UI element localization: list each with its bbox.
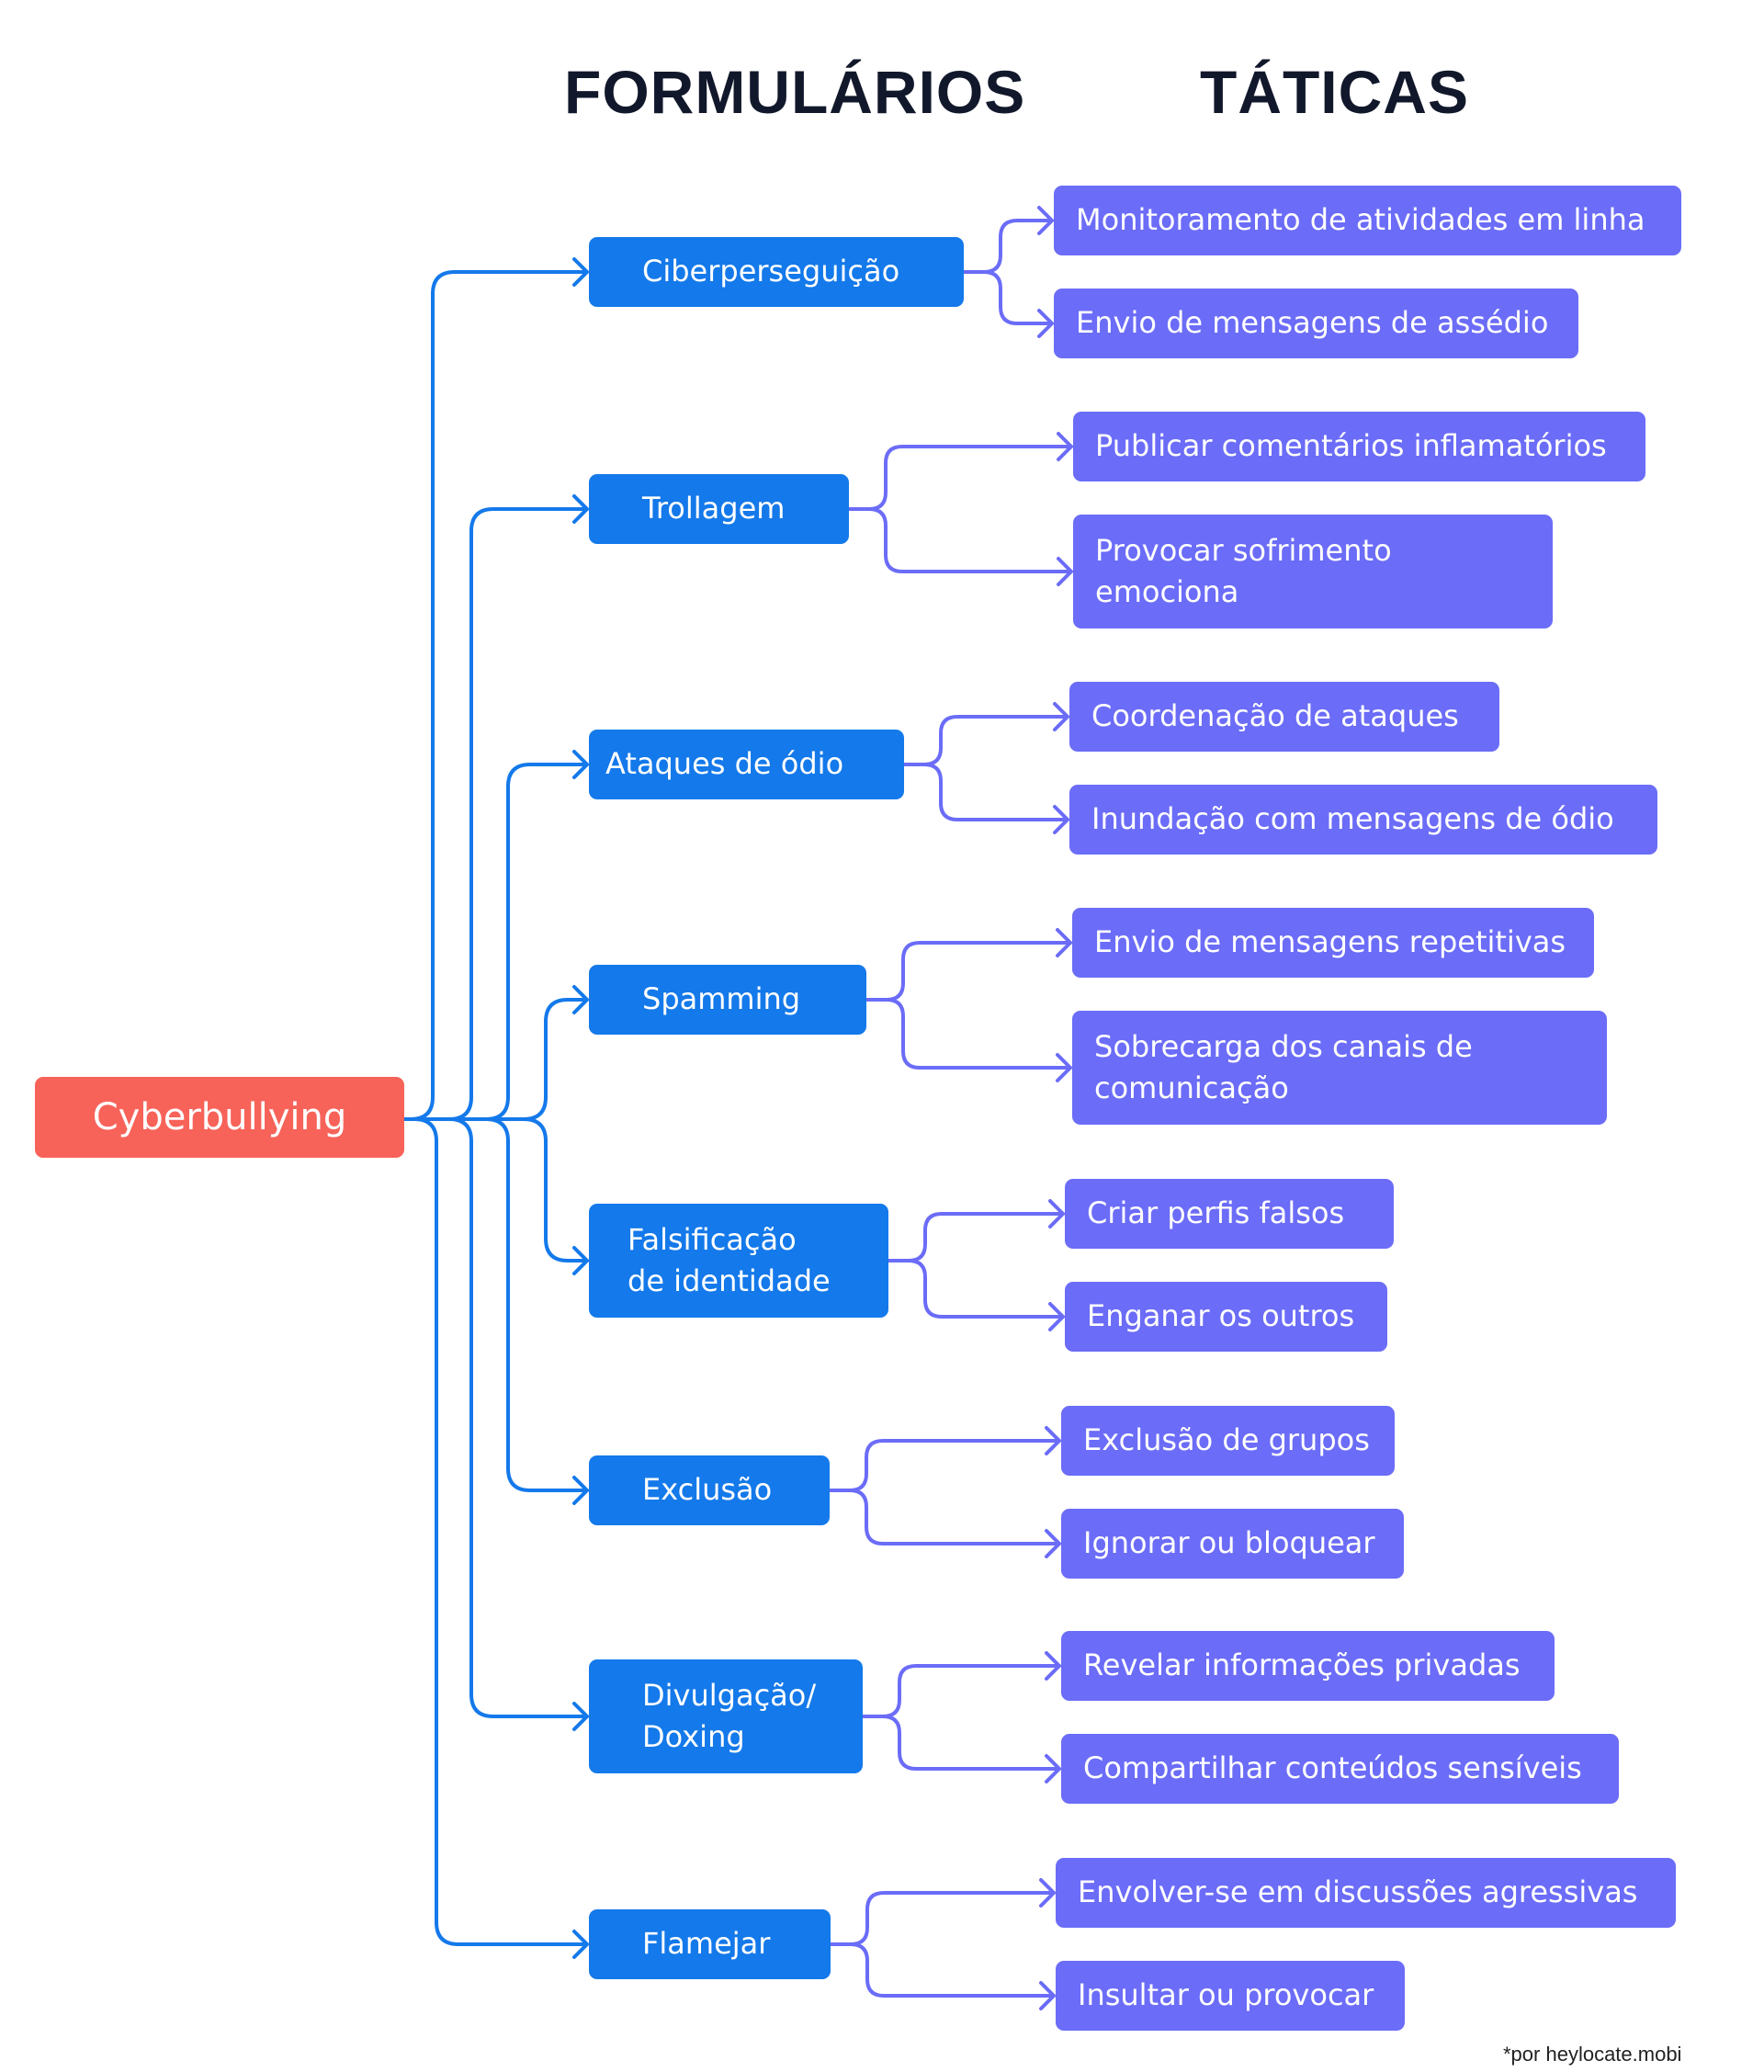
connector-root-to-exclusao — [402, 1117, 589, 1505]
connector-divulgacao-doxing-to-tactic-1 — [861, 1651, 1061, 1718]
tactic-node-compartilhar-conteudos-sensiveis: Compartilhar conteúdos sensíveis — [1061, 1734, 1619, 1804]
tactic-node-ignorar-ou-bloquear: Ignorar ou bloquear — [1061, 1509, 1404, 1579]
tactic-node-envolver-se-em-discussoes-agressivas: Envolver-se em discussões agressivas — [1056, 1858, 1676, 1928]
tactic-node-envio-de-mensagens-de-assedio: Envio de mensagens de assédio — [1054, 289, 1578, 358]
form-node-spamming: Spamming — [589, 965, 866, 1035]
tactic-node-enganar-os-outros: Enganar os outros — [1065, 1282, 1387, 1352]
connector-divulgacao-doxing-to-tactic-2 — [861, 1715, 1061, 1783]
connector-spamming-to-tactic-1 — [865, 928, 1072, 1002]
connector-flamejar-to-tactic-1 — [829, 1878, 1056, 1946]
tactic-node-publicar-comentarios-inflamatorios: Publicar comentários inflamatórios — [1073, 412, 1645, 481]
form-node-ciberperseguicao: Ciberperseguição — [589, 237, 964, 307]
tactics-column-heading: TÁTICAS — [1200, 58, 1469, 126]
tactic-node-criar-perfis-falsos: Criar perfis falsos — [1065, 1179, 1394, 1249]
connector-falsificacao-de-identidade-to-tactic-1 — [887, 1199, 1065, 1262]
tactic-node-envio-de-mensagens-repetitivas: Envio de mensagens repetitivas — [1072, 908, 1594, 978]
connector-ataques-de-odio-to-tactic-1 — [902, 702, 1069, 766]
connector-exclusao-to-tactic-1 — [828, 1426, 1061, 1492]
connector-root-to-divulgacao-doxing — [402, 1117, 589, 1731]
connector-spamming-to-tactic-2 — [865, 998, 1072, 1082]
connector-root-to-spamming — [402, 985, 589, 1121]
connector-flamejar-to-tactic-2 — [829, 1942, 1056, 2010]
tactic-node-exclusao-de-grupos: Exclusão de grupos — [1061, 1406, 1395, 1476]
connector-ataques-de-odio-to-tactic-2 — [902, 763, 1069, 834]
tactic-node-inundacao-com-mensagens-de-odio: Inundação com mensagens de ódio — [1069, 785, 1657, 855]
connector-ciberperseguicao-to-tactic-1 — [962, 206, 1054, 274]
form-node-trollagem: Trollagem — [589, 474, 849, 544]
forms-column-heading: FORMULÁRIOS — [564, 58, 1026, 126]
source-credit: *por heylocate.mobi — [1503, 2043, 1682, 2066]
tactic-node-coordenacao-de-ataques: Coordenação de ataques — [1069, 682, 1499, 752]
form-node-divulgacao-doxing: Divulgação/Doxing — [589, 1659, 863, 1773]
connector-trollagem-to-tactic-2 — [847, 507, 1073, 586]
tactic-node-insultar-ou-provocar: Insultar ou provocar — [1056, 1961, 1405, 2031]
form-node-ataques-de-odio: Ataques de ódio — [589, 730, 904, 799]
tactic-node-revelar-informacoes-privadas: Revelar informações privadas — [1061, 1631, 1555, 1701]
connector-trollagem-to-tactic-1 — [847, 432, 1073, 511]
connector-root-to-falsificacao-de-identidade — [402, 1117, 589, 1275]
root-node-cyberbullying: Cyberbullying — [35, 1077, 404, 1158]
form-node-flamejar: Flamejar — [589, 1909, 831, 1979]
connector-root-to-ciberperseguicao — [402, 257, 589, 1121]
tactic-node-monitoramento-de-atividades-em-linha: Monitoramento de atividades em linha — [1054, 186, 1681, 255]
form-node-divulgacao-doxing-text: Divulgação/Doxing — [642, 1677, 817, 1754]
connector-falsificacao-de-identidade-to-tactic-2 — [887, 1259, 1065, 1331]
connector-ciberperseguicao-to-tactic-2 — [962, 270, 1054, 338]
form-node-exclusao: Exclusão — [589, 1455, 830, 1525]
connector-exclusao-to-tactic-2 — [828, 1489, 1061, 1558]
connector-root-to-flamejar — [402, 1117, 589, 1959]
